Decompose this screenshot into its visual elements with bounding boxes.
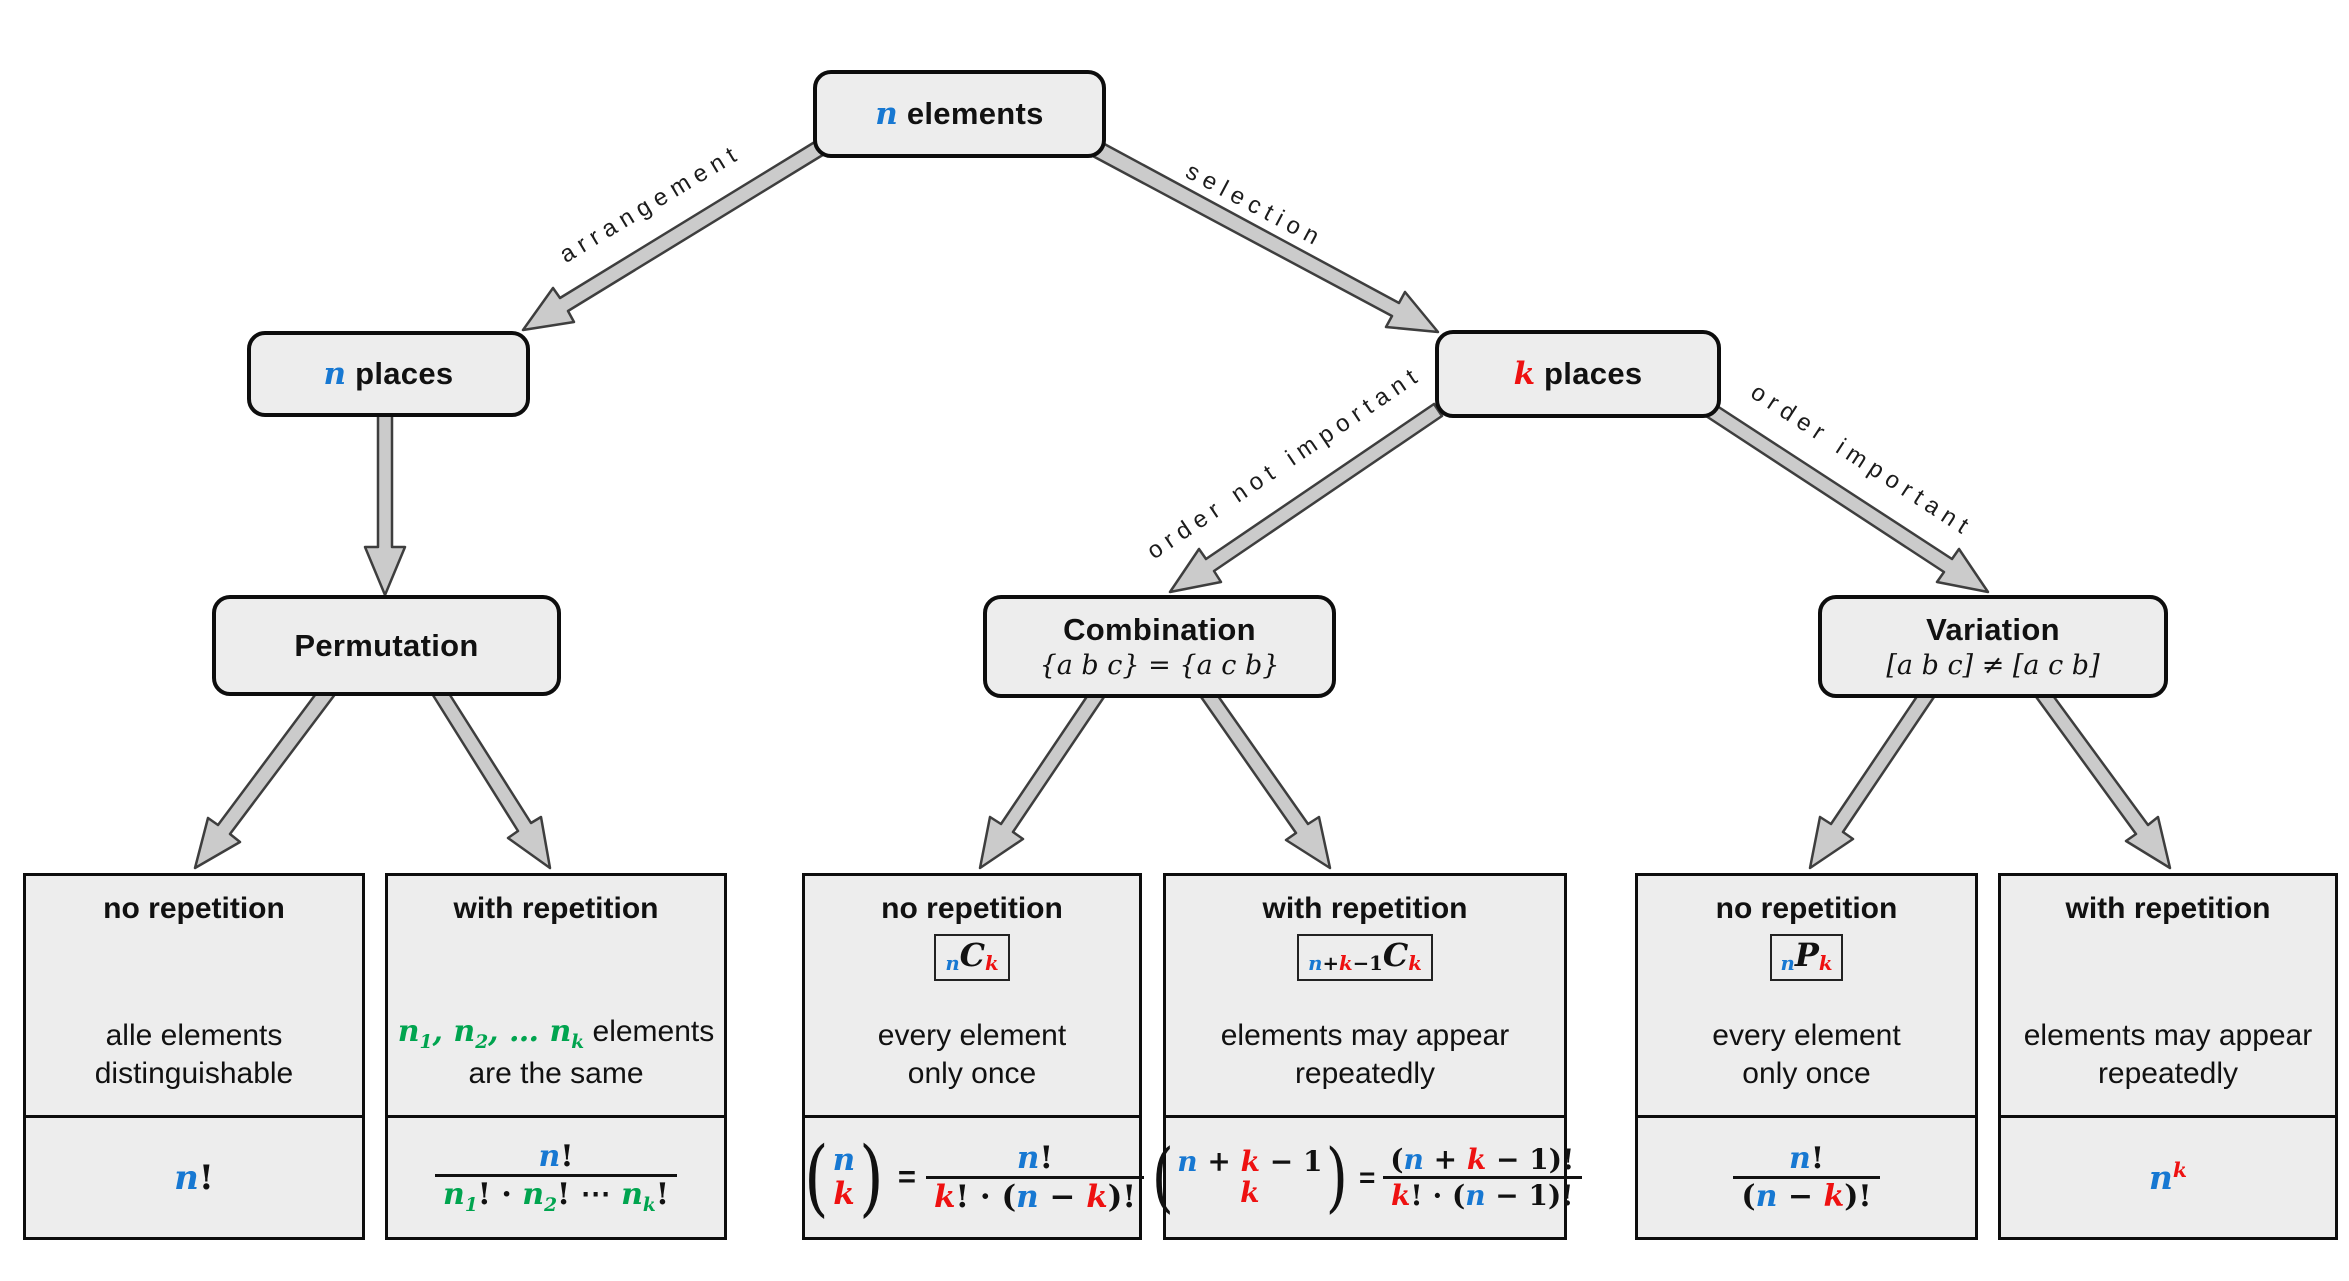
leaf-description: elements may appear repeatedly (1220, 1018, 1510, 1090)
node-variation: Variation [a b c] ≠ [a c b] (1818, 595, 2168, 698)
leaf-variation-with-repetition: with repetition elements may appear repe… (1998, 873, 2338, 1240)
var-n: n (875, 96, 899, 132)
node-variation-label: Variation (1926, 612, 2060, 647)
arrow-root-to-k-places (1087, 138, 1440, 334)
leaf-permutation-with-repetition: with repetition n1, n2, … nk elements ar… (385, 873, 727, 1240)
arrow-combination-to-with-repetition (1197, 684, 1332, 870)
formula-n-factorial-over-n-minus-k: n! (n − k)! (1733, 1141, 1880, 1214)
leaf-description: alle elements distinguishable (94, 1018, 294, 1090)
leaf-description: every element only once (877, 1018, 1067, 1090)
arrow-variation-to-no-repetition (1808, 684, 1938, 870)
formula-n-factorial: n! (174, 1157, 214, 1198)
leaf-title: with repetition (2065, 892, 2271, 925)
node-combination: Combination {a b c} = {a c b} (983, 595, 1336, 698)
node-combination-label: Combination (1063, 612, 1256, 647)
leaf-title: with repetition (1262, 892, 1468, 925)
node-variation-notation: [a b c] ≠ [a c b] (1886, 650, 2100, 681)
arrow-k-places-to-variation (1704, 402, 1990, 594)
leaf-permutation-no-repetition: no repetition alle elements distinguisha… (23, 873, 365, 1240)
leaf-title: with repetition (453, 892, 659, 925)
formula-binomial-with-repetition: ( n + k − 1 k ) = (n + k − 1)! k! · (n −… (1148, 1139, 1583, 1214)
node-combination-notation: {a b c} = {a c b} (1039, 650, 1280, 681)
arrow-combination-to-no-repetition (978, 684, 1108, 870)
node-permutation: Permutation (212, 595, 561, 696)
arrow-variation-to-with-repetition (2032, 684, 2172, 870)
leaf-description: every element only once (1712, 1018, 1901, 1090)
node-permutation-label: Permutation (294, 627, 479, 663)
arrow-root-to-n-places (521, 138, 828, 332)
leaf-title: no repetition (103, 892, 285, 925)
leaf-title: no repetition (881, 892, 1063, 925)
leaf-title: no repetition (1715, 892, 1898, 925)
var-k: k (1513, 356, 1536, 392)
arrow-n-places-to-permutation (363, 406, 407, 597)
arrow-permutation-to-with-repetition (429, 682, 552, 870)
formula-n-to-the-k: nk (2148, 1158, 2188, 1197)
arrow-k-places-to-combination (1168, 402, 1444, 594)
arrow-permutation-to-no-repetition (193, 681, 338, 870)
var-n: n (323, 356, 347, 392)
leaf-description: elements may appear repeatedly (2023, 1018, 2313, 1090)
formula-n-factorial-over-multiset: n! n1! · n2! ⋯ nk! (435, 1139, 677, 1216)
leaf-description: n1, n2, … nk elements are the same (397, 1014, 715, 1090)
